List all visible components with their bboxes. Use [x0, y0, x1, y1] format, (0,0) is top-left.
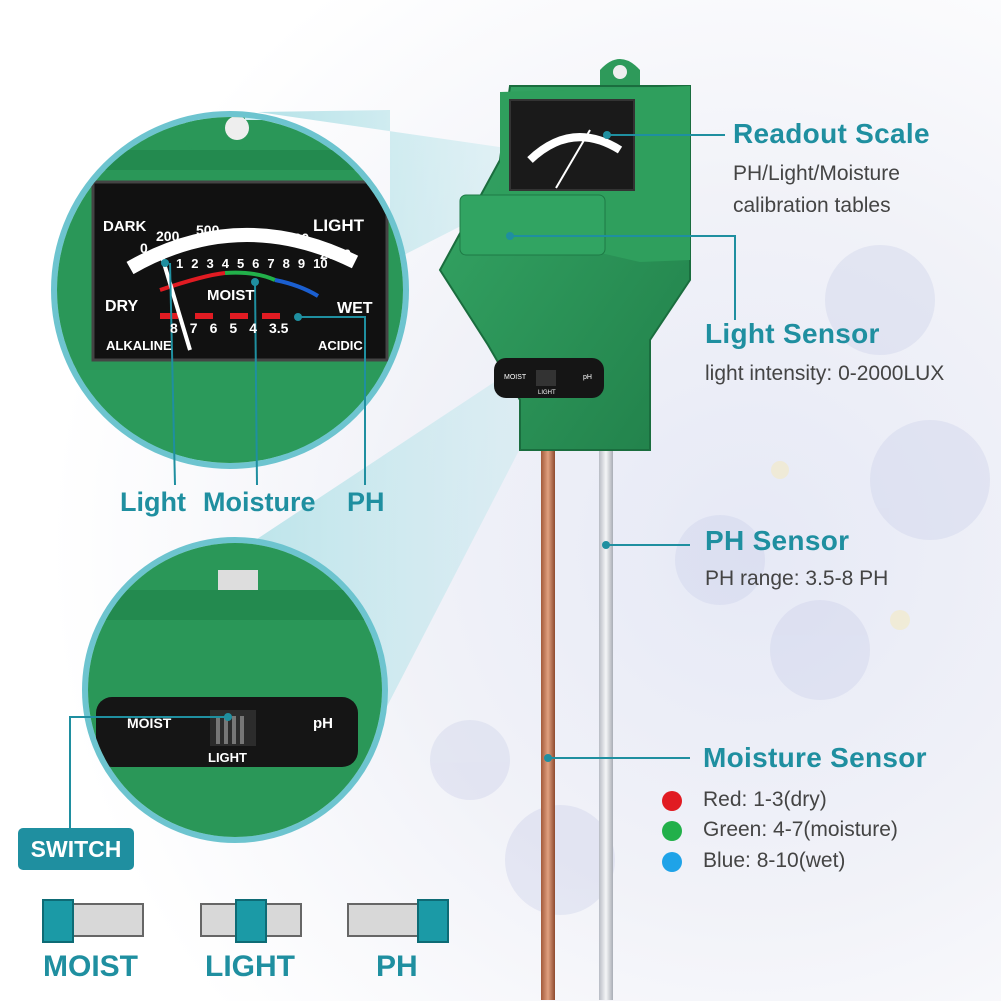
ph-tick: 6 [209, 320, 218, 336]
dial-dry-label: DRY [105, 298, 139, 315]
dial-ph-ticks: 8 7 6 5 4 3.5 [170, 320, 288, 336]
readout-scale-line2: calibration tables [733, 194, 891, 217]
moist-tick: 6 [252, 256, 260, 271]
device-switch-moist-label: MOIST [504, 374, 527, 381]
dial-acidic-label: ACIDIC [318, 338, 363, 353]
light-sensor-range: light intensity: 0-2000LUX [705, 362, 945, 385]
moist-tick: 4 [221, 256, 229, 271]
blue-dot-icon [662, 852, 682, 872]
switch-zoom [82, 537, 388, 843]
switch-badge: SWITCH [18, 828, 134, 870]
lux-tick: 500 [196, 222, 220, 238]
moist-tick: 5 [236, 256, 245, 271]
lux-tick: 0 [140, 240, 148, 256]
dial-wet-label: WET [337, 300, 373, 317]
dial-moist-ticks: 1 2 3 4 5 6 7 8 9 10 [176, 256, 328, 271]
light-pointer-label: Light [120, 487, 186, 517]
moist-tick: 7 [267, 256, 275, 271]
moist-position-diagram [42, 899, 144, 943]
moisture-legend-red: Red: 1-3(dry) [703, 788, 827, 811]
moist-tick: 1 [176, 256, 184, 271]
ph-sensor-title: PH Sensor [705, 525, 850, 556]
ph-tick: 3.5 [268, 320, 289, 336]
device-body [438, 59, 691, 451]
dial-light-label: LIGHT [313, 216, 364, 235]
ph-tick: 8 [170, 320, 178, 336]
moisture-legend-blue: Blue: 8-10(wet) [703, 849, 846, 872]
ph-sensor-range: PH range: 3.5-8 PH [705, 567, 889, 590]
device-switch-ph-label: pH [583, 374, 592, 381]
readout-scale-line1: PH/Light/Moisture [733, 162, 900, 185]
moist-position-label: MOIST [43, 950, 138, 983]
moist-tick: 9 [297, 256, 306, 271]
switch-knob [235, 899, 267, 943]
moist-tick: 10 [313, 256, 328, 271]
switch-moist-label: MOIST [127, 715, 172, 731]
light-position-label: LIGHT [205, 950, 295, 983]
switch-knob [417, 899, 449, 943]
moisture-legend-green: Green: 4-7(moisture) [703, 818, 898, 841]
lux-tick: 2000 [320, 246, 352, 262]
lux-tick: 1000 [278, 230, 310, 246]
moist-tick: 8 [282, 256, 290, 271]
device-switch-light-label: LIGHT [538, 390, 556, 396]
switch-knob [42, 899, 74, 943]
light-position-diagram [200, 899, 302, 943]
lux-tick: 200 [156, 228, 180, 244]
light-sensor-title: Light Sensor [705, 318, 880, 349]
ph-tick: 5 [229, 320, 238, 336]
red-dot-icon [662, 791, 682, 811]
ph-position-label: PH [376, 950, 418, 983]
switch-light-label: LIGHT [208, 750, 247, 765]
dial-alkaline-label: ALKALINE [106, 338, 172, 353]
moist-tick: 3 [206, 256, 214, 271]
dial-moist-label: MOIST [207, 287, 255, 304]
green-dot-icon [662, 821, 682, 841]
ph-tick: 4 [249, 320, 257, 336]
switch-ph-label: pH [313, 715, 333, 732]
moisture-pointer-label: Moisture [203, 487, 316, 517]
ph-tick: 7 [189, 320, 198, 336]
moist-tick: 2 [191, 256, 199, 271]
ph-position-diagram [347, 899, 449, 943]
dial-lux-ticks: 0 200 500 1000 2000 [140, 222, 380, 282]
ph-pointer-label: PH [347, 487, 385, 517]
moisture-sensor-title: Moisture Sensor [703, 742, 927, 773]
dial-dark-label: DARK [103, 218, 147, 235]
dial-zoom [51, 111, 409, 469]
readout-scale-title: Readout Scale [733, 118, 930, 149]
